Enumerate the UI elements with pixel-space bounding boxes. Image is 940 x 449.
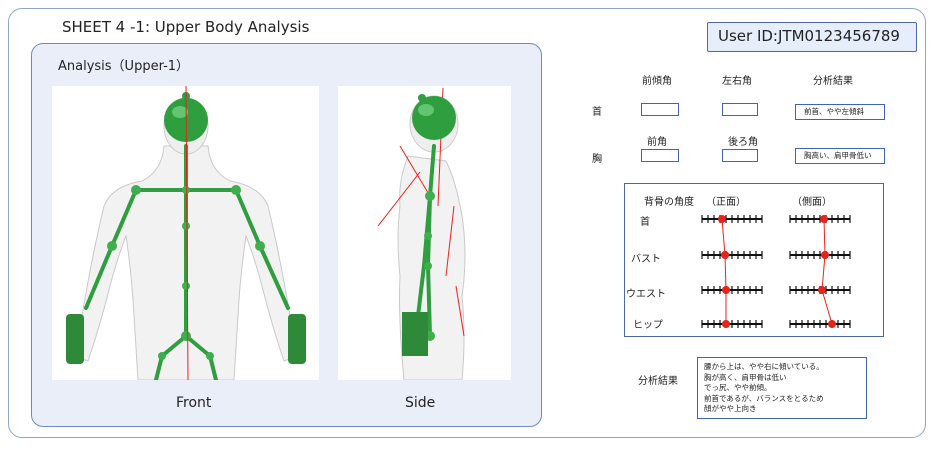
user-id-badge: User ID:JTM0123456789 xyxy=(707,22,917,52)
spine-row-waist: ウエスト xyxy=(626,289,666,300)
side-label: Side xyxy=(405,395,436,411)
spine-side-header: （側面） xyxy=(792,197,832,208)
spine-marker xyxy=(828,320,836,328)
side-view-image xyxy=(338,86,511,380)
sheet-frame xyxy=(8,8,926,438)
spine-curve xyxy=(821,218,833,325)
sheet-title: SHEET 4 -1: Upper Body Analysis xyxy=(62,18,310,36)
analysis-title: Analysis（Upper-1） xyxy=(58,59,190,74)
spine-marker xyxy=(818,286,826,294)
chest-back-angle-box xyxy=(722,149,758,162)
chest-col1-header: 前角 xyxy=(647,137,667,148)
summary-box: 腰から上は、やや右に傾いている。 胸が高く、肩甲骨は低い でっ尻、やや前傾。 前… xyxy=(697,357,867,419)
spine-marker xyxy=(722,320,730,328)
chest-label: 胸 xyxy=(592,154,602,165)
spine-marker xyxy=(821,251,829,259)
chest-front-angle-box xyxy=(641,149,679,162)
neck-label: 首 xyxy=(592,107,602,118)
neck-result-box: 前首、やや左傾斜 xyxy=(795,104,885,120)
chest-result-box: 胸高い、肩甲骨低い xyxy=(795,148,885,164)
spine-marker xyxy=(820,215,828,223)
neck-col1-header: 前傾角 xyxy=(642,76,672,87)
summary-label: 分析結果 xyxy=(638,376,678,387)
spine-marker xyxy=(718,215,726,223)
front-label: Front xyxy=(176,395,212,411)
spine-title: 背骨の角度 xyxy=(644,197,694,208)
neck-col3-header: 分析結果 xyxy=(813,76,853,87)
spine-row-neck: 首 xyxy=(640,217,650,228)
summary-line: 胸が高く、肩甲骨は低い xyxy=(704,372,787,382)
summary-line: でっ尻、やや前傾。 xyxy=(704,383,772,392)
spine-row-hip: ヒップ xyxy=(633,320,663,331)
summary-line: 前首であるが、バランスをとるため xyxy=(704,393,824,403)
spine-front-header: （正面） xyxy=(706,197,746,208)
neck-side-angle-box xyxy=(722,103,758,116)
spine-row-bust: バスト xyxy=(631,254,661,265)
spine-angle-gauges xyxy=(701,215,851,328)
spine-marker xyxy=(722,286,730,294)
summary-line: 顔がやや上向き xyxy=(704,404,757,413)
spine-marker xyxy=(721,251,729,259)
neck-col2-header: 左右角 xyxy=(722,76,752,87)
neck-forward-angle-box xyxy=(641,103,679,116)
spine-angle-panel xyxy=(624,183,884,337)
spine-curve xyxy=(721,218,727,324)
chest-col2-header: 後ろ角 xyxy=(728,137,758,148)
summary-line: 腰から上は、やや右に傾いている。 xyxy=(704,362,824,371)
front-view-image xyxy=(52,86,319,380)
